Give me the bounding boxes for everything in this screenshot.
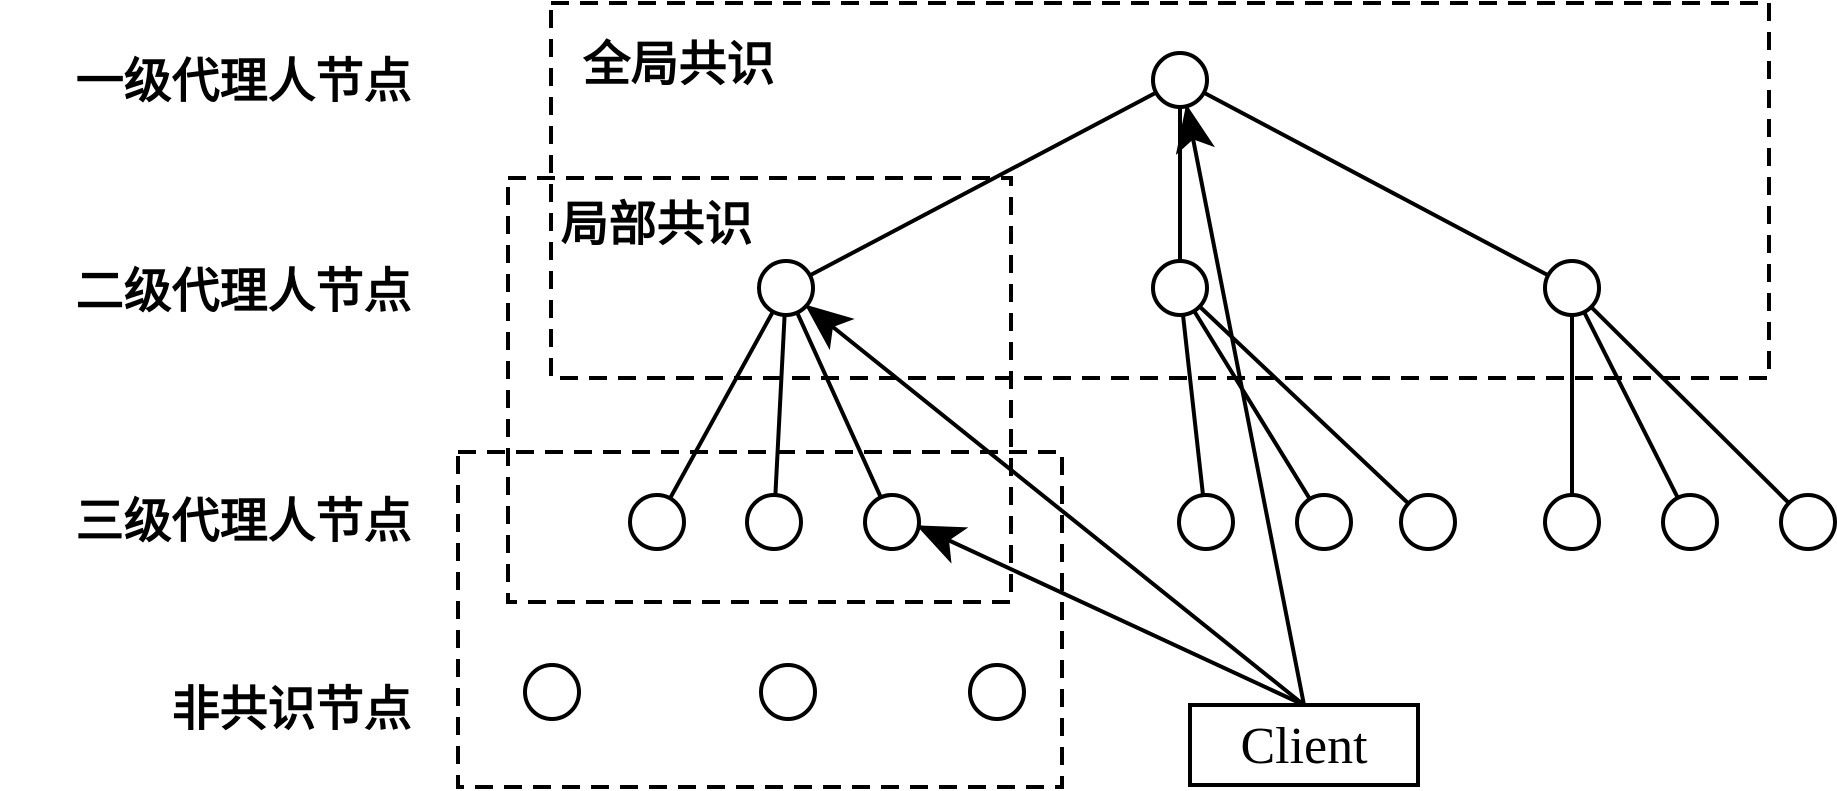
global-consensus-region (549, 1, 1771, 380)
node-non-consensus (759, 663, 817, 721)
node-level2 (1151, 259, 1209, 317)
node-level3 (1661, 493, 1719, 551)
request-arrow-root (1175, 104, 1306, 706)
edge-l2b-l3d (1178, 287, 1208, 523)
non-consensus-nodes (523, 663, 1026, 721)
node-non-consensus (968, 663, 1026, 721)
client: Client (1188, 703, 1420, 787)
edge-l2c-l3h (1570, 287, 1692, 523)
edge-l2b-l3e (1178, 286, 1326, 524)
node-level3 (1399, 493, 1457, 551)
edge-l2a-l3b (772, 287, 788, 523)
edge-l2b-l3f (1178, 286, 1430, 524)
node-level3 (1543, 493, 1601, 551)
request-arrow-level3 (916, 525, 1305, 707)
node-level3 (628, 493, 686, 551)
client-box (1188, 703, 1420, 787)
local-consensus-label: 局部共识 (561, 196, 753, 252)
edge-root-l2a (785, 78, 1181, 290)
node-level3 (863, 493, 921, 551)
edge-l2a-l3a (655, 287, 788, 523)
level3-non-consensus-region (456, 450, 1064, 789)
request-arrow-level2 (804, 304, 1306, 707)
node-non-consensus (523, 663, 581, 721)
level2-nodes (757, 259, 1601, 317)
client-label: Client (1240, 718, 1368, 775)
node-level2 (757, 259, 815, 317)
row-label-level2: 二级代理人节点 (76, 263, 412, 319)
node-level3 (745, 493, 803, 551)
level3-nodes (628, 493, 1837, 551)
node-level1-root (1151, 51, 1209, 109)
local-consensus-region (506, 176, 1013, 604)
node-level3 (1177, 493, 1235, 551)
edge-l2c-l3i (1570, 286, 1810, 524)
level1-nodes (1151, 51, 1209, 109)
row-label-level3: 三级代理人节点 (76, 493, 412, 549)
edge-root-l2c (1179, 78, 1573, 290)
client-request-arrows (804, 104, 1306, 707)
global-consensus-label: 全局共识 (582, 36, 775, 92)
row-label-level1: 一级代理人节点 (76, 53, 412, 109)
row-label-non-consensus: 非共识节点 (172, 681, 412, 737)
edge-l2a-l3c (784, 287, 894, 523)
node-level2 (1543, 259, 1601, 317)
node-level3 (1295, 493, 1353, 551)
node-level3 (1779, 493, 1837, 551)
tree-edges (655, 78, 1810, 524)
